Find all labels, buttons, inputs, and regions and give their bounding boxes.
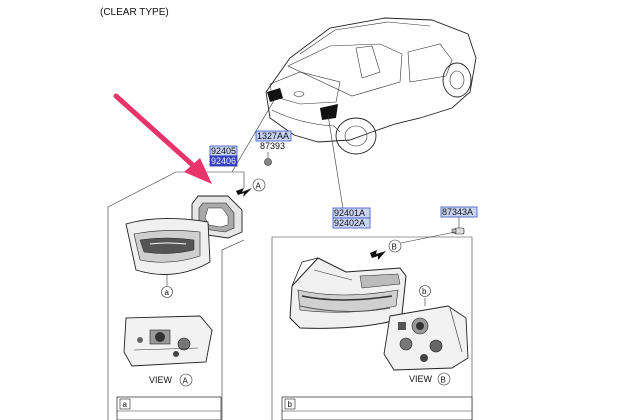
view-a-label: VIEW [149,375,173,385]
callout-a: A [256,182,262,191]
left-table-header: a [123,400,128,409]
suv-illustration [265,17,477,155]
view-b-label: VIEW [409,374,433,384]
part-number-bulb: 87343A [442,207,473,217]
part-number-screw-2: 87393 [260,141,285,151]
part-number-outer-rh: 92402A [334,218,365,228]
arrow-icon-b [370,250,386,260]
right-table-header: b [288,400,293,409]
part-number-inner-lh: 92405 [211,146,236,156]
left-table: a [116,396,222,420]
outer-lamp-back-view [383,305,469,371]
label-outer-lamp[interactable]: 92401A 92402A [332,207,371,229]
inner-tail-lamp[interactable] [125,218,211,275]
bulb-icon [451,227,465,235]
arrow-icon [236,188,252,197]
part-number-screw-1: 1327AA [257,131,289,141]
right-table: b [281,396,473,420]
screw-icon [264,152,272,166]
outer-lamp-panel: B b VIEW B [271,231,473,420]
inner-lamp-panel: A a VIEW A [107,171,266,420]
label-bulb[interactable]: 87343A [440,206,478,218]
page-title: (CLEAR TYPE) [100,7,169,18]
sub-callout-b: b [422,287,427,296]
view-b-circle: B [441,376,446,385]
view-a-circle: A [183,377,189,386]
part-number-inner-rh: 92406 [211,156,236,166]
annotation-arrow [113,93,212,184]
sub-callout-a: a [165,288,170,297]
label-inner-lamp[interactable]: 92405 92406 [209,145,238,167]
part-number-outer-lh: 92401A [334,208,365,218]
callout-b: B [392,243,397,252]
label-screw[interactable]: 1327AA 87393 [255,130,292,151]
outer-tail-lamp[interactable] [289,257,407,329]
inner-lamp-back-view [123,315,213,367]
